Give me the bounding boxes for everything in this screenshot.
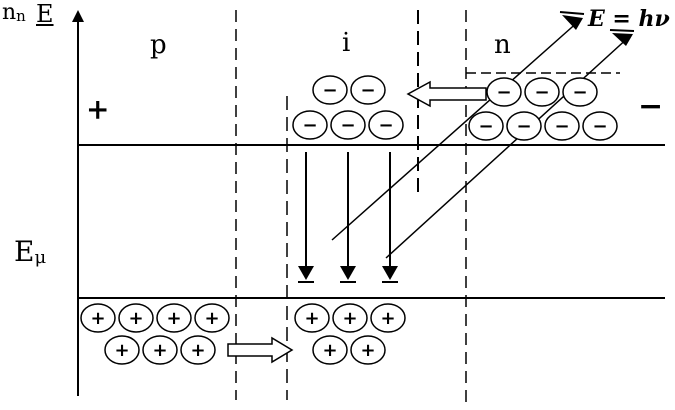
drop-arrow-2 <box>340 152 356 283</box>
electron: − <box>468 111 504 141</box>
electron: − <box>506 111 542 141</box>
minus-terminal: − <box>638 89 664 124</box>
axis-label-E: E <box>36 0 54 28</box>
region-label-n: n <box>494 30 511 60</box>
energy-level-label: Eμ <box>14 238 46 267</box>
region-label-p: p <box>150 30 167 60</box>
photon-arrow-2 <box>385 35 631 259</box>
photon-arrow-1 <box>331 19 581 241</box>
photon-arrowhead-2 <box>612 33 633 46</box>
svg-text:+: + <box>114 340 129 361</box>
electron: − <box>486 77 522 107</box>
svg-text:−: − <box>496 82 511 103</box>
electron: − <box>312 75 348 105</box>
region-label-i: i <box>342 28 351 58</box>
photon-arrowhead-bar-2 <box>609 29 635 32</box>
electron-group: −−−−−−−−−−−− <box>292 75 618 141</box>
drop-arrow-3 <box>382 152 398 283</box>
electron: − <box>544 111 580 141</box>
svg-text:−: − <box>516 116 531 137</box>
svg-text:+: + <box>152 340 167 361</box>
axis-label-n: nn <box>2 2 26 24</box>
electron: − <box>582 111 618 141</box>
hole: + <box>294 303 330 333</box>
energy-axis-arrowhead <box>72 10 84 22</box>
photon-energy-label: E = hν <box>588 6 670 32</box>
electron-injection-arrow <box>406 80 487 108</box>
svg-text:+: + <box>204 308 219 329</box>
svg-text:+: + <box>380 308 395 329</box>
hole: + <box>370 303 406 333</box>
hole: + <box>180 335 216 365</box>
svg-text:+: + <box>128 308 143 329</box>
svg-text:−: − <box>592 116 607 137</box>
hole: + <box>194 303 230 333</box>
hole: + <box>312 335 348 365</box>
drop-arrow-1 <box>298 152 314 283</box>
svg-text:−: − <box>554 116 569 137</box>
plus-terminal: + <box>86 93 110 126</box>
svg-text:+: + <box>90 308 105 329</box>
svg-text:−: − <box>572 82 587 103</box>
electron: − <box>350 75 386 105</box>
svg-text:+: + <box>360 340 375 361</box>
svg-text:−: − <box>340 115 355 136</box>
svg-text:+: + <box>166 308 181 329</box>
electron: − <box>368 110 404 140</box>
hole: + <box>142 335 178 365</box>
electron: − <box>330 110 366 140</box>
svg-text:+: + <box>342 308 357 329</box>
photon-arrowhead-1 <box>562 15 583 30</box>
hole: + <box>80 303 116 333</box>
energy-level-main: E <box>14 235 35 268</box>
hole-group: ++++++++++++ <box>80 303 406 365</box>
hole: + <box>104 335 140 365</box>
electron: − <box>562 77 598 107</box>
svg-text:−: − <box>322 80 337 101</box>
svg-text:−: − <box>360 80 375 101</box>
axis-label-n-main: n <box>2 0 17 25</box>
hole: + <box>350 335 386 365</box>
svg-text:−: − <box>478 116 493 137</box>
svg-text:−: − <box>534 82 549 103</box>
electron: − <box>292 110 328 140</box>
hole: + <box>332 303 368 333</box>
svg-text:+: + <box>304 308 319 329</box>
hole: + <box>118 303 154 333</box>
hole: + <box>156 303 192 333</box>
electron: − <box>524 77 560 107</box>
svg-text:−: − <box>302 115 317 136</box>
axis-label-n-sub: n <box>16 7 26 25</box>
svg-text:+: + <box>322 340 337 361</box>
hole-injection-arrow <box>227 336 294 364</box>
energy-level-sub: μ <box>34 247 47 268</box>
svg-text:+: + <box>190 340 205 361</box>
svg-text:−: − <box>378 115 393 136</box>
photon-arrowhead-bar-1 <box>559 11 585 15</box>
